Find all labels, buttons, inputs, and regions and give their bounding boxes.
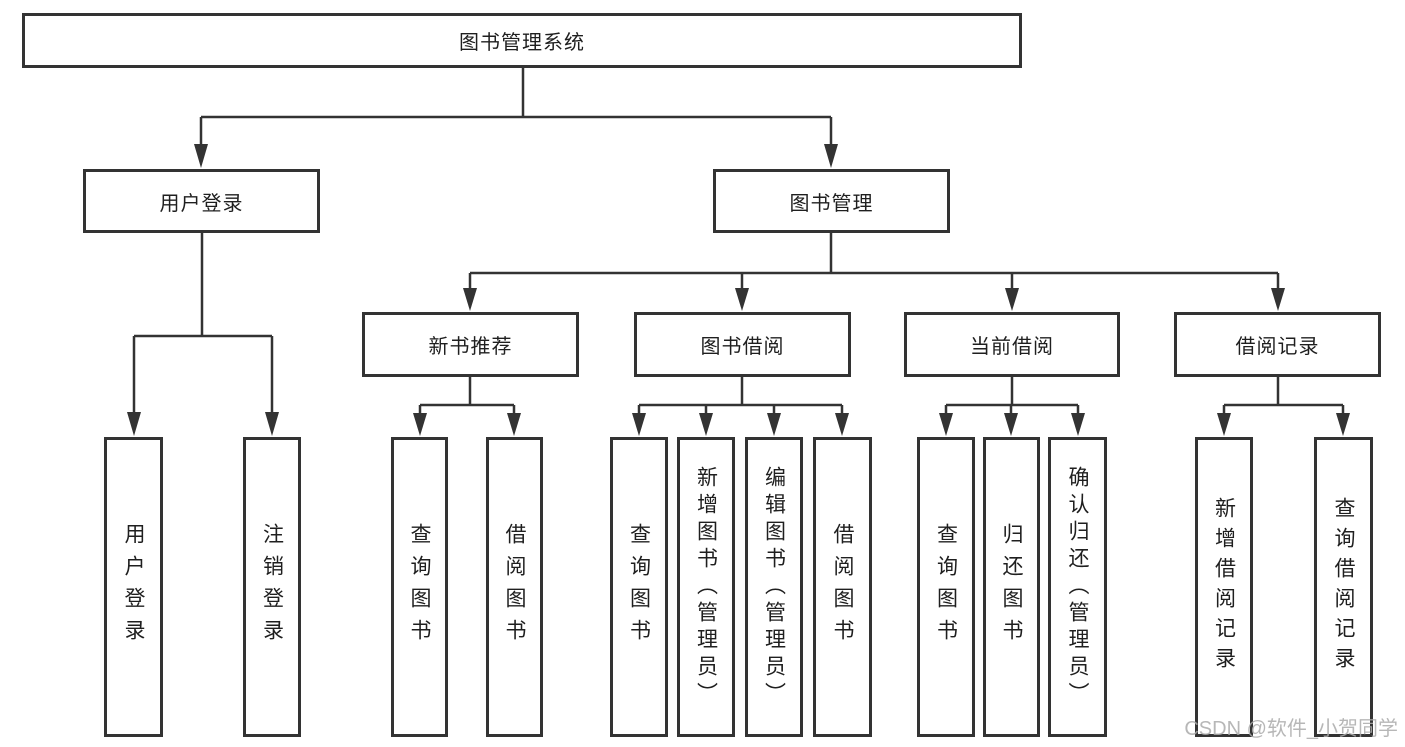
leaf-borrow-edit-admin-label: 编辑图书（管理员） — [762, 465, 786, 709]
node-current-borrow: 当前借阅 — [904, 312, 1120, 377]
node-user-login-label: 用户登录 — [159, 192, 244, 215]
leaf-current-query-label: 查询图书 — [934, 523, 958, 651]
leaf-current-confirm-admin: 确认归还（管理员） — [1048, 437, 1107, 737]
leaf-newbooks-query-label: 查询图书 — [408, 523, 431, 651]
node-root-system: 图书管理系统 — [22, 13, 1022, 68]
leaf-borrow-query-label: 查询图书 — [627, 523, 651, 651]
leaf-borrow-borrow: 借阅图书 — [813, 437, 872, 737]
leaf-records-query-label: 查询借阅记录 — [1332, 497, 1355, 677]
leaf-borrow-borrow-label: 借阅图书 — [831, 523, 854, 651]
leaf-current-return-label: 归还图书 — [1000, 523, 1023, 651]
leaf-newbooks-query: 查询图书 — [391, 437, 448, 737]
leaf-borrow-edit-admin: 编辑图书（管理员） — [745, 437, 803, 737]
leaf-borrow-query: 查询图书 — [610, 437, 668, 737]
node-new-book-recommend-label: 新书推荐 — [428, 336, 513, 358]
node-root-system-label: 图书管理系统 — [459, 32, 585, 54]
leaf-records-query: 查询借阅记录 — [1314, 437, 1373, 737]
leaf-current-query: 查询图书 — [917, 437, 975, 737]
leaf-user-login: 用户登录 — [104, 437, 163, 737]
leaf-records-add-label: 新增借阅记录 — [1212, 497, 1236, 677]
node-book-borrow-label: 图书借阅 — [700, 336, 785, 358]
leaf-current-return: 归还图书 — [983, 437, 1040, 737]
leaf-borrow-add-admin-label: 新增图书（管理员） — [694, 465, 718, 709]
node-user-login: 用户登录 — [83, 169, 320, 233]
leaf-logout-label: 注销登录 — [260, 523, 284, 651]
node-book-borrow: 图书借阅 — [634, 312, 851, 377]
leaf-newbooks-borrow-label: 借阅图书 — [503, 523, 526, 651]
leaf-user-login-label: 用户登录 — [122, 523, 145, 651]
leaf-current-confirm-admin-label: 确认归还（管理员） — [1066, 465, 1089, 709]
node-borrow-records-label: 借阅记录 — [1235, 336, 1320, 358]
leaf-newbooks-borrow: 借阅图书 — [486, 437, 543, 737]
leaf-records-add: 新增借阅记录 — [1195, 437, 1253, 737]
node-borrow-records: 借阅记录 — [1174, 312, 1381, 377]
node-current-borrow-label: 当前借阅 — [970, 336, 1054, 358]
node-book-management-label: 图书管理 — [789, 192, 874, 215]
node-new-book-recommend: 新书推荐 — [362, 312, 579, 377]
node-book-management: 图书管理 — [713, 169, 950, 233]
leaf-logout: 注销登录 — [243, 437, 301, 737]
leaf-borrow-add-admin: 新增图书（管理员） — [677, 437, 735, 737]
